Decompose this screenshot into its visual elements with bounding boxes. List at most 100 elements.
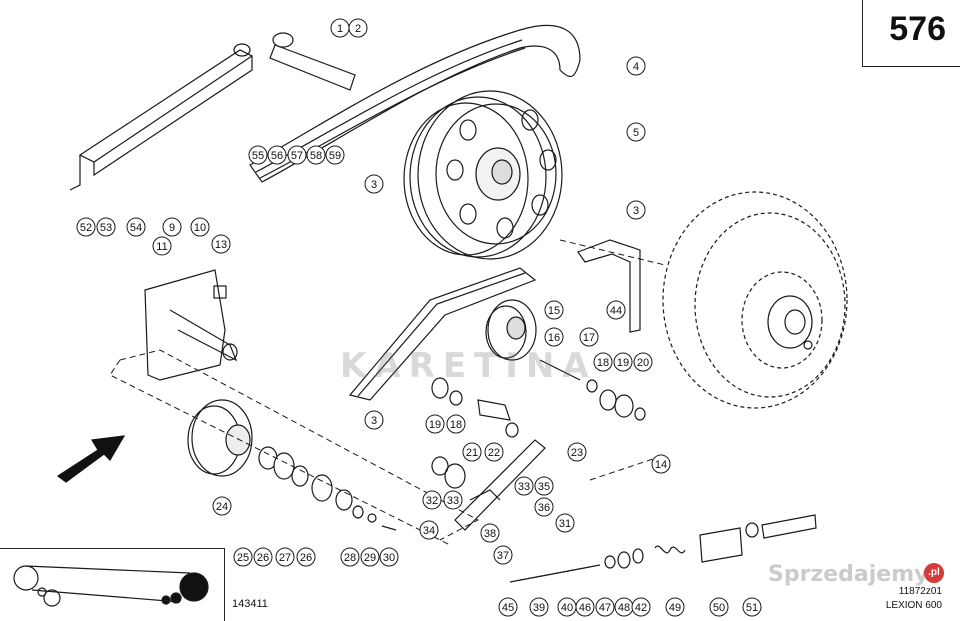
callout-label: 40 xyxy=(561,602,573,614)
callout-label: 47 xyxy=(599,602,611,614)
callout-25: 25 xyxy=(233,547,253,567)
callout-label: 28 xyxy=(344,552,356,564)
callout-16: 16 xyxy=(544,327,564,347)
callout-21: 21 xyxy=(462,442,482,462)
callout-15: 15 xyxy=(544,300,564,320)
callout-33: 33 xyxy=(443,490,463,510)
callout-35: 35 xyxy=(534,476,554,496)
callout-circle xyxy=(742,597,762,617)
callout-label: 35 xyxy=(538,481,550,493)
tension-lever xyxy=(431,399,546,531)
callout-circle xyxy=(340,547,360,567)
callout-circle xyxy=(631,597,651,617)
callout-29: 29 xyxy=(360,547,380,567)
callout-circle xyxy=(579,327,599,347)
callout-52: 52 xyxy=(76,217,96,237)
callout-circle xyxy=(190,217,210,237)
callout-circle xyxy=(253,547,273,567)
callout-23: 23 xyxy=(567,442,587,462)
callout-24: 24 xyxy=(212,496,232,516)
callout-label: 18 xyxy=(450,419,462,431)
callout-26: 26 xyxy=(296,547,316,567)
callout-label: 24 xyxy=(216,501,228,513)
callout-9: 9 xyxy=(162,217,182,237)
callout-3: 3 xyxy=(626,200,646,220)
callout-label: 22 xyxy=(488,447,500,459)
callout-18: 18 xyxy=(593,352,613,372)
callout-22: 22 xyxy=(484,442,504,462)
callout-label: 58 xyxy=(310,150,322,162)
callout-48: 48 xyxy=(614,597,634,617)
callout-circle xyxy=(360,547,380,567)
shaft xyxy=(269,32,356,91)
callout-circle xyxy=(534,476,554,496)
callout-17: 17 xyxy=(579,327,599,347)
callout-label: 49 xyxy=(669,602,681,614)
callout-5: 5 xyxy=(626,122,646,142)
callout-circle xyxy=(493,545,513,565)
callout-label: 13 xyxy=(215,239,227,251)
callout-label: 3 xyxy=(633,205,639,217)
callout-label: 38 xyxy=(484,528,496,540)
callout-label: 36 xyxy=(538,502,550,514)
callout-label: 44 xyxy=(610,305,622,317)
belt-section xyxy=(348,267,537,401)
callout-26: 26 xyxy=(253,547,273,567)
callout-circle xyxy=(446,414,466,434)
page-number-box xyxy=(862,0,960,67)
callout-label: 5 xyxy=(633,127,639,139)
inset-belt-layout xyxy=(13,565,209,607)
callout-circle xyxy=(462,442,482,462)
callout-53: 53 xyxy=(96,217,116,237)
callout-circle xyxy=(306,145,326,165)
callout-circle xyxy=(422,490,442,510)
callout-circle xyxy=(364,174,384,194)
callout-3: 3 xyxy=(364,174,384,194)
callout-circle xyxy=(544,327,564,347)
callout-45: 45 xyxy=(498,597,518,617)
rotor-pulley-outline xyxy=(662,191,848,409)
callout-2: 2 xyxy=(348,18,368,38)
callout-label: 34 xyxy=(423,525,435,537)
callout-31: 31 xyxy=(555,513,575,533)
callout-label: 53 xyxy=(100,222,112,234)
callout-label: 56 xyxy=(271,150,283,162)
callout-37: 37 xyxy=(493,545,513,565)
callout-label: 33 xyxy=(518,481,530,493)
callout-49: 49 xyxy=(665,597,685,617)
callout-circle xyxy=(443,490,463,510)
callout-circle xyxy=(233,547,253,567)
callout-label: 17 xyxy=(583,332,595,344)
callout-51: 51 xyxy=(742,597,762,617)
callout-36: 36 xyxy=(534,497,554,517)
callout-1: 1 xyxy=(330,18,350,38)
callout-46: 46 xyxy=(575,597,595,617)
callout-circle xyxy=(348,18,368,38)
callout-label: 57 xyxy=(291,150,303,162)
callout-circle xyxy=(665,597,685,617)
callout-label: 21 xyxy=(466,447,478,459)
callout-circle xyxy=(275,547,295,567)
callout-circle xyxy=(606,300,626,320)
callout-57: 57 xyxy=(287,145,307,165)
direction-arrow xyxy=(56,435,126,483)
callout-label: 46 xyxy=(579,602,591,614)
washer-group xyxy=(431,377,646,421)
callout-label: 29 xyxy=(364,552,376,564)
callout-28: 28 xyxy=(340,547,360,567)
callout-circle xyxy=(626,56,646,76)
callout-label: 30 xyxy=(383,552,395,564)
idler-pulley xyxy=(485,299,537,361)
tension-arm xyxy=(577,239,641,333)
callout-circle xyxy=(364,410,384,430)
callout-58: 58 xyxy=(306,145,326,165)
callout-34: 34 xyxy=(419,520,439,540)
callout-circle xyxy=(498,597,518,617)
callout-label: 33 xyxy=(447,495,459,507)
callout-label: 59 xyxy=(329,150,341,162)
callout-label: 19 xyxy=(617,357,629,369)
callout-label: 15 xyxy=(548,305,560,317)
callout-50: 50 xyxy=(709,597,729,617)
